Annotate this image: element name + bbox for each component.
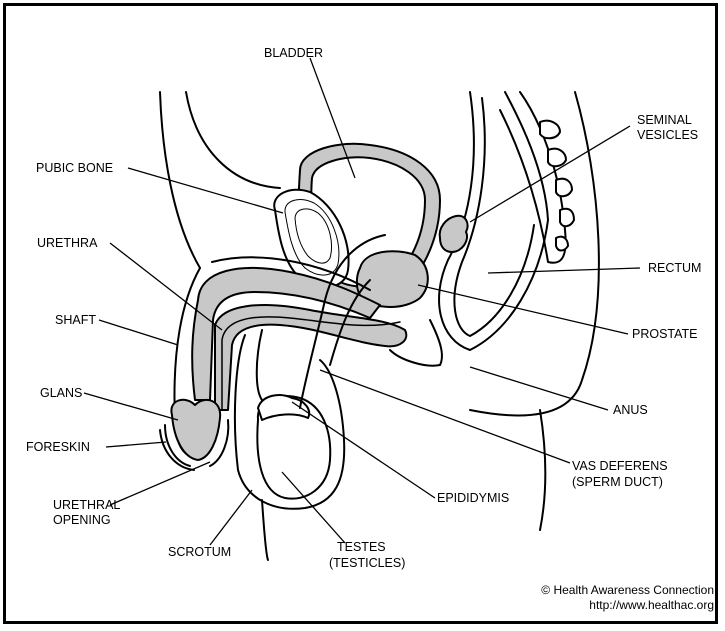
label-urethral-opening-1: URETHRAL [53, 498, 120, 512]
leader-rectum [488, 268, 640, 273]
rectum-inner [454, 98, 534, 336]
leader-urethral-opening [110, 462, 210, 505]
abdomen-outline [160, 92, 200, 268]
credit-line-2: http://www.healthac.org [589, 598, 714, 612]
leader-pubic-bone [128, 168, 283, 213]
label-glans: GLANS [40, 386, 82, 400]
vertebra-2 [548, 149, 566, 167]
label-urethra: URETHRA [37, 236, 98, 250]
vertebra-5 [556, 237, 568, 251]
label-foreskin: FORESKIN [26, 440, 90, 454]
label-vas-deferens-1: VAS DEFERENS [572, 459, 668, 473]
label-urethral-opening-2: OPENING [53, 513, 111, 527]
label-scrotum: SCROTUM [168, 545, 231, 559]
label-seminal-vesicles-2: VESICLES [637, 128, 698, 142]
leader-shaft [99, 320, 178, 345]
label-epididymis: EPIDIDYMIS [437, 491, 509, 505]
scrotum-inner [257, 330, 262, 400]
label-pubic-bone: PUBIC BONE [36, 161, 113, 175]
back-outline [470, 92, 599, 416]
vertebra-4 [560, 209, 574, 227]
leader-scrotum [210, 490, 252, 545]
label-prostate: PROSTATE [632, 327, 698, 341]
label-testes-2: (TESTICLES) [329, 556, 405, 570]
seminal-vesicles [440, 216, 468, 252]
label-anus: ANUS [613, 403, 648, 417]
credit-line-1: © Health Awareness Connection [541, 583, 714, 597]
label-shaft: SHAFT [55, 313, 96, 327]
label-seminal-vesicles-1: SEMINAL [637, 113, 692, 127]
scrotum-lower [262, 500, 268, 560]
leader-anus [470, 367, 608, 410]
vertebra-1 [540, 121, 560, 139]
buttock-outline [540, 410, 545, 530]
vertebra-3 [556, 179, 572, 197]
leader-foreskin [106, 442, 166, 447]
label-testes-1: TESTES [337, 540, 386, 554]
leader-vas-deferens [320, 370, 570, 463]
label-bladder: BLADDER [264, 46, 323, 60]
glans [171, 400, 220, 460]
leader-seminal-vesicles [470, 126, 630, 222]
label-rectum: RECTUM [648, 261, 701, 275]
label-vas-deferens-2: (SPERM DUCT) [572, 475, 663, 489]
groin-outline [186, 92, 280, 188]
leader-glans [84, 393, 178, 420]
